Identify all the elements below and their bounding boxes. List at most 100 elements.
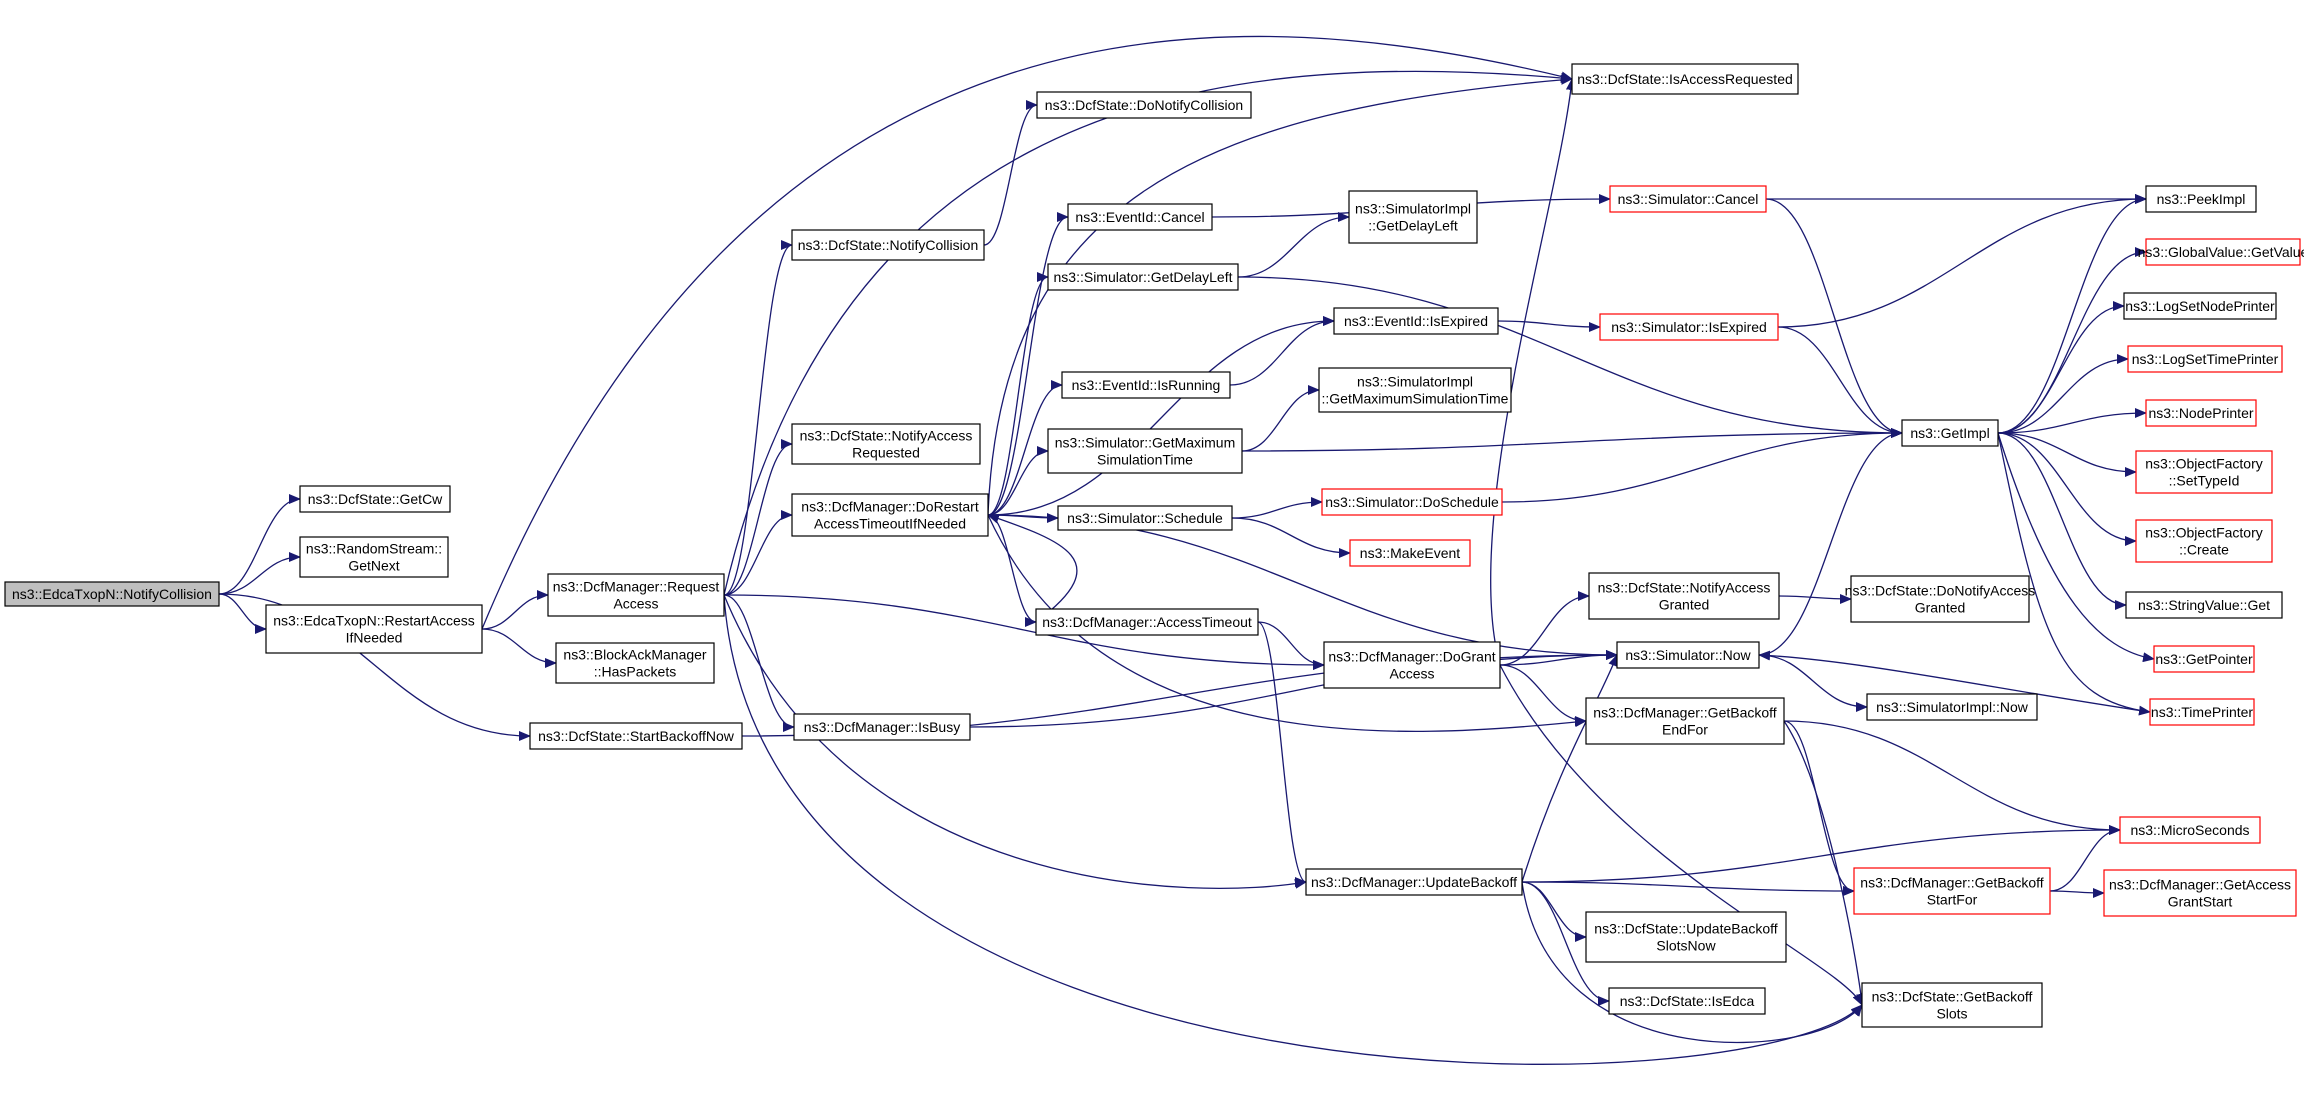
node-label: ::HasPackets — [594, 664, 676, 680]
node-n21[interactable]: ns3::Simulator::DoSchedule — [1321, 488, 1503, 516]
node-label: ns3::DcfState::NotifyAccess — [1598, 580, 1771, 596]
node-label: ns3::EdcaTxopN::RestartAccess — [273, 613, 475, 629]
node-n14[interactable]: ns3::EventId::IsRunning — [1061, 371, 1231, 399]
node-n25[interactable]: ns3::DcfState::IsAccessRequested — [1571, 63, 1799, 95]
node-box — [1608, 987, 1766, 1015]
node-box — [1850, 575, 2030, 623]
node-label: ns3::EventId::Cancel — [1075, 209, 1204, 225]
node-box — [1853, 867, 2051, 915]
node-n40[interactable]: ns3::LogSetNodePrinter — [2123, 292, 2277, 320]
edge-n0-to-n3 — [218, 593, 267, 634]
node-n17[interactable]: ns3::DcfManager::AccessTimeout — [1035, 608, 1259, 636]
node-n43[interactable]: ns3::ObjectFactory::SetTypeId — [2135, 450, 2273, 494]
node-n15[interactable]: ns3::Simulator::GetMaximumSimulationTime — [1047, 428, 1243, 474]
node-n39[interactable]: ns3::GlobalValue::GetValue — [2138, 238, 2304, 266]
edge-n37-to-n40 — [1997, 301, 2125, 434]
node-box — [1061, 371, 1231, 399]
node-n41[interactable]: ns3::LogSetTimePrinter — [2127, 345, 2283, 373]
node-box — [1333, 307, 1499, 335]
node-box — [1901, 419, 1999, 447]
edge-n35-to-n49 — [2049, 887, 2105, 898]
node-box — [1047, 263, 1239, 291]
node-n45[interactable]: ns3::StringValue::Get — [2125, 591, 2283, 619]
edge-n17-to-n24 — [1257, 621, 1307, 887]
node-box — [2153, 645, 2255, 673]
edge-n37-to-n42 — [1997, 408, 2147, 434]
node-n18[interactable]: ns3::SimulatorImpl::GetDelayLeft — [1348, 190, 1478, 244]
node-label: ::Create — [2179, 542, 2229, 558]
node-n13[interactable]: ns3::Simulator::GetDelayLeft — [1047, 263, 1239, 291]
node-box — [2123, 292, 2277, 320]
node-n10[interactable]: ns3::DcfManager::IsBusy — [793, 713, 971, 741]
node-box — [2145, 185, 2257, 213]
node-label: ns3::NodePrinter — [2148, 405, 2253, 421]
node-box — [791, 229, 985, 261]
node-n1[interactable]: ns3::DcfState::GetCw — [299, 485, 451, 513]
node-n29[interactable]: ns3::Simulator::Now — [1616, 641, 1760, 669]
node-box — [1036, 91, 1252, 119]
node-n32[interactable]: ns3::DcfState::IsEdca — [1608, 987, 1766, 1015]
node-n20[interactable]: ns3::SimulatorImpl::GetMaximumSimulation… — [1318, 367, 1512, 413]
node-n24[interactable]: ns3::DcfManager::UpdateBackoff — [1305, 868, 1523, 896]
node-label: ns3::DcfState::DoNotifyCollision — [1045, 97, 1243, 113]
node-n34[interactable]: ns3::SimulatorImpl::Now — [1866, 693, 2038, 721]
node-box — [1321, 488, 1503, 516]
node-box — [1588, 572, 1780, 620]
node-label: ns3::DcfManager::IsBusy — [804, 719, 960, 735]
edge-n10-to-n29 — [969, 650, 1618, 728]
node-n48[interactable]: ns3::MicroSeconds — [2119, 816, 2261, 844]
node-n37[interactable]: ns3::GetImpl — [1901, 419, 1999, 447]
node-n46[interactable]: ns3::GetPointer — [2153, 645, 2255, 673]
node-n9[interactable]: ns3::DcfManager::DoRestartAccessTimeoutI… — [791, 493, 989, 537]
edge-n9-to-n12 — [987, 212, 1069, 516]
node-n27[interactable]: ns3::Simulator::IsExpired — [1599, 313, 1779, 341]
node-label: ::GetMaximumSimulationTime — [1322, 391, 1509, 407]
edge-n26-to-n37 — [1765, 198, 1903, 438]
node-box — [547, 573, 725, 617]
node-n11[interactable]: ns3::DcfState::DoNotifyCollision — [1036, 91, 1252, 119]
node-n22[interactable]: ns3::MakeEvent — [1349, 539, 1471, 567]
node-box — [265, 604, 483, 654]
node-label: ns3::Simulator::GetMaximum — [1055, 435, 1236, 451]
node-box — [791, 493, 989, 537]
node-n19[interactable]: ns3::EventId::IsExpired — [1333, 307, 1499, 335]
node-label: ns3::RandomStream:: — [306, 541, 442, 557]
node-n44[interactable]: ns3::ObjectFactory::Create — [2135, 519, 2273, 563]
edge-n5-to-n10 — [723, 594, 795, 732]
edge-n3-to-n25 — [481, 35, 1573, 630]
node-n47[interactable]: ns3::TimePrinter — [2149, 698, 2255, 726]
node-n38[interactable]: ns3::PeekImpl — [2145, 185, 2257, 213]
edge-n28-to-n33 — [1778, 593, 1852, 604]
edge-n13-to-n37 — [1237, 276, 1903, 438]
node-n26[interactable]: ns3::Simulator::Cancel — [1609, 185, 1767, 213]
node-n2[interactable]: ns3::RandomStream::GetNext — [299, 536, 449, 578]
edge-n7-to-n11 — [983, 100, 1038, 246]
node-label: ns3::GlobalValue::GetValue — [2138, 244, 2304, 260]
edge-n37-to-n47 — [1997, 432, 2151, 716]
edge-n9-to-n14 — [987, 380, 1063, 516]
edge-n15-to-n37 — [1241, 428, 1903, 452]
node-n42[interactable]: ns3::NodePrinter — [2145, 399, 2257, 427]
node-n7[interactable]: ns3::DcfState::NotifyCollision — [791, 229, 985, 261]
node-label: ns3::MakeEvent — [1360, 545, 1460, 561]
edge-n5-to-n24 — [723, 594, 1307, 889]
node-n0[interactable]: ns3::EdcaTxopN::NotifyCollision — [4, 581, 220, 607]
node-n16[interactable]: ns3::Simulator::Schedule — [1057, 505, 1233, 531]
edge-n5-to-n25 — [723, 70, 1573, 596]
node-n6[interactable]: ns3::BlockAckManager::HasPackets — [555, 642, 715, 684]
edge-n24-to-n36 — [1521, 881, 1863, 1044]
node-box — [555, 642, 715, 684]
node-n12[interactable]: ns3::EventId::Cancel — [1067, 203, 1213, 231]
node-n4[interactable]: ns3::DcfState::StartBackoffNow — [529, 722, 743, 750]
